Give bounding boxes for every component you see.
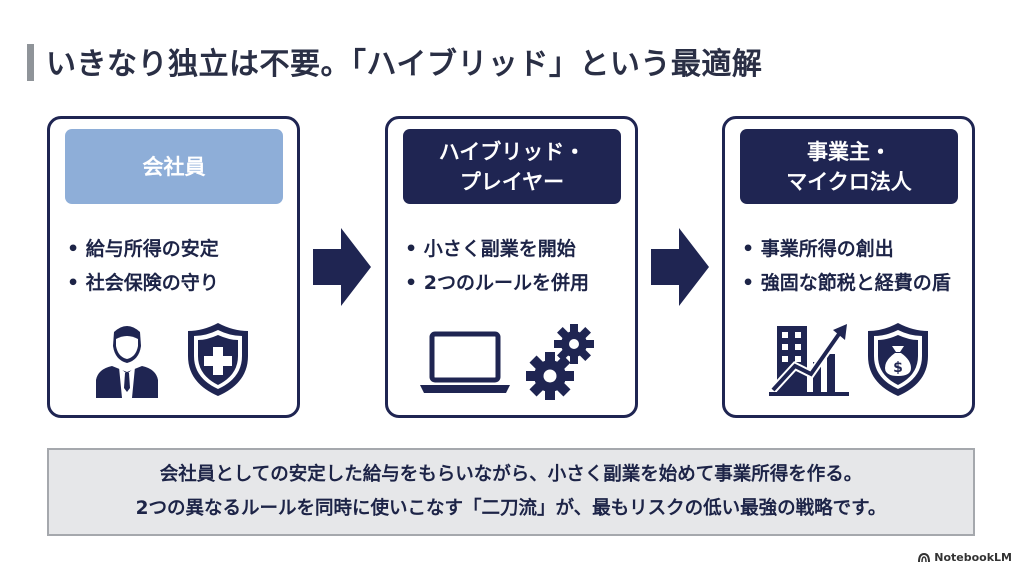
card-heading: 会社員	[65, 129, 283, 204]
gears-icon	[526, 324, 594, 400]
bullet-item: 小さく副業を開始	[405, 232, 589, 266]
card-bullets: 事業所得の創出 強固な節税と経費の盾	[742, 232, 951, 300]
card-bullets: 給与所得の安定 社会保険の守り	[67, 232, 219, 300]
card-bullets: 小さく副業を開始 2つのルールを併用	[405, 232, 589, 300]
card-micro-corporation: 事業主・ マイクロ法人 事業所得の創出 強固な節税と経費の盾	[722, 116, 975, 418]
businessman-icon	[96, 326, 158, 398]
arrow-right-icon	[651, 228, 709, 306]
money-shield-icon: $	[868, 323, 928, 396]
card-heading: ハイブリッド・ プレイヤー	[403, 129, 621, 204]
bullet-item: 強固な節税と経費の盾	[742, 266, 951, 300]
card-hybrid-player: ハイブリッド・ プレイヤー 小さく副業を開始 2つのルールを併用	[385, 116, 638, 418]
arrow-right-icon	[313, 228, 371, 306]
slide-title: いきなり独立は不要。「ハイブリッド」という最適解	[46, 47, 763, 82]
building-growth-icon	[769, 324, 849, 396]
medical-shield-icon	[188, 323, 248, 396]
bullet-item: 給与所得の安定	[67, 232, 219, 266]
notebooklm-logo-icon	[918, 552, 931, 562]
summary-line: 会社員としての安定した給与をもらいながら、小さく副業を始めて事業所得を作る。	[159, 464, 863, 485]
bullet-item: 2つのルールを併用	[405, 266, 589, 300]
brand-name: NotebookLM	[934, 551, 1012, 564]
title-accent-bar	[27, 44, 34, 81]
card-heading: 事業主・ マイクロ法人	[740, 129, 958, 204]
summary-line: 2つの異なるルールを同時に使いこなす「二刀流」が、最もリスクの低い最強の戦略です…	[135, 498, 887, 519]
svg-text:$: $	[893, 360, 903, 376]
bullet-item: 社会保険の守り	[67, 266, 219, 300]
summary-box: 会社員としての安定した給与をもらいながら、小さく副業を始めて事業所得を作る。 2…	[47, 448, 975, 536]
laptop-icon	[420, 331, 510, 393]
card-employee: 会社員 給与所得の安定 社会保険の守り	[47, 116, 300, 418]
brand-watermark: NotebookLM	[918, 551, 1012, 564]
bullet-item: 事業所得の創出	[742, 232, 951, 266]
